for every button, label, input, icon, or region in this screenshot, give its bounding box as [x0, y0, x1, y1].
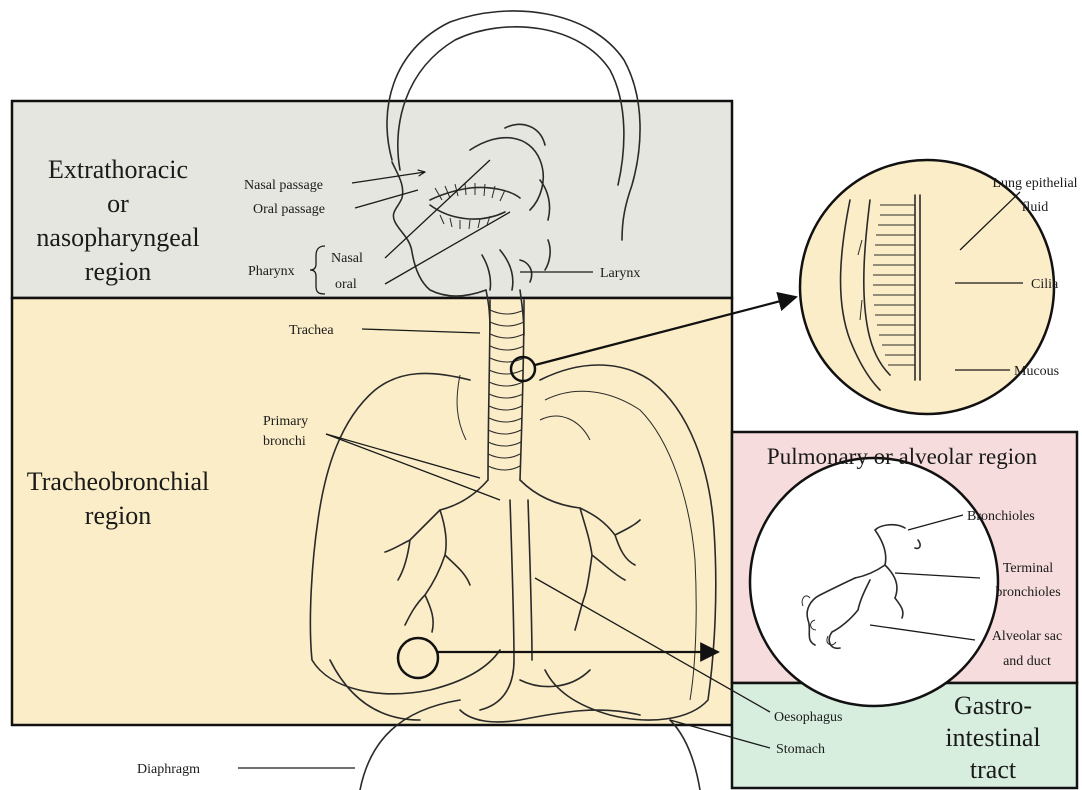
larynx-label: Larynx [600, 266, 640, 281]
bronchioles-label: Bronchioles [967, 509, 1035, 524]
tracheobronchial-title-line-1: Tracheobronchial [27, 467, 209, 496]
pharynx-label: Pharynx [248, 264, 295, 279]
lung-epithelial-fluid-label-line-1: Lung epithelial [992, 176, 1077, 191]
tracheobronchial-title-line-2: region [85, 501, 151, 530]
oesophagus-label: Oesophagus [774, 710, 842, 725]
pharynx-oral-label: oral [335, 277, 357, 292]
lung-epithelial-fluid-label-line-2: fluid [1022, 200, 1048, 215]
gi-title-line-3: tract [970, 755, 1017, 784]
alveolar-zoom-circle [750, 458, 998, 706]
gi-title-line-1: Gastro- [954, 691, 1032, 720]
alveolar-sac-label-line-2: and duct [1003, 654, 1051, 669]
extrathoracic-title-line-1: Extrathoracic [48, 155, 188, 184]
cilia-label: Cilia [1031, 277, 1059, 292]
mucous-label: Mucous [1014, 364, 1059, 379]
nasal-passage-label: Nasal passage [244, 178, 323, 193]
diaphragm-label: Diaphragm [137, 762, 200, 777]
extrathoracic-title-line-4: region [85, 257, 151, 286]
primary-bronchi-label-line-1: Primary [263, 414, 308, 429]
gi-title-line-2: intestinal [945, 723, 1040, 752]
alveolar-sac-label-line-1: Alveolar sac [992, 629, 1062, 644]
extrathoracic-title-line-3: nasopharyngeal [36, 223, 199, 252]
terminal-bronchioles-label-line-2: bronchioles [995, 585, 1060, 600]
primary-bronchi-label-line-2: bronchi [263, 434, 306, 449]
trachea-label: Trachea [289, 323, 334, 338]
oral-passage-label: Oral passage [253, 202, 325, 217]
pharynx-nasal-label: Nasal [331, 251, 363, 266]
extrathoracic-title-line-2: or [107, 189, 129, 218]
stomach-label: Stomach [776, 742, 825, 757]
pulmonary-region-title: Pulmonary or alveolar region [767, 444, 1038, 469]
terminal-bronchioles-label-line-1: Terminal [1003, 561, 1053, 576]
